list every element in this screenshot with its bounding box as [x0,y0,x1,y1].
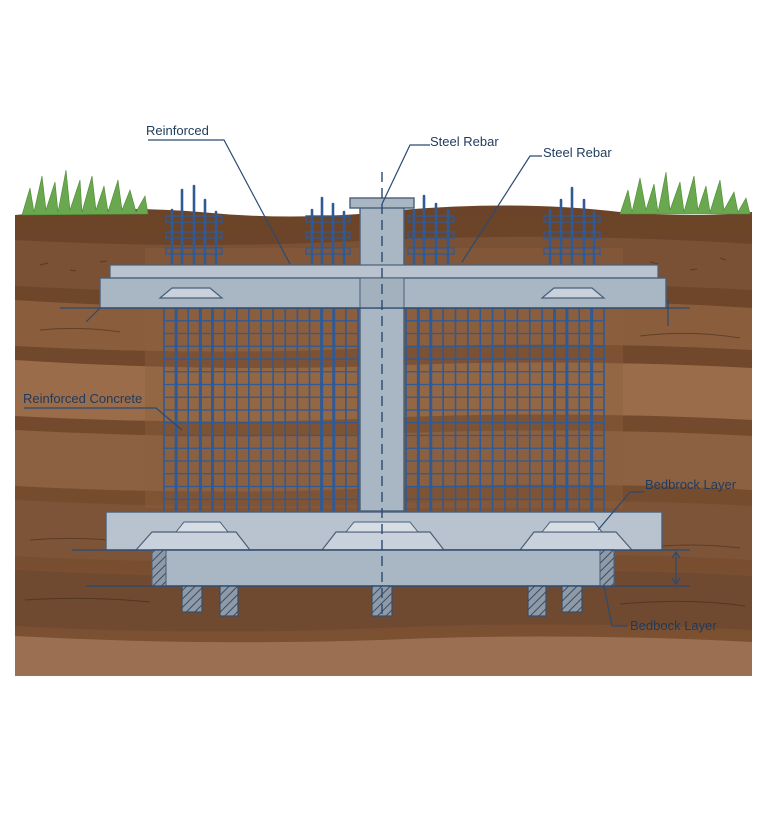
label-steel-rebar-1: Steel Rebar [430,134,499,149]
grass-right [619,171,751,215]
rebar-cage-left [163,307,359,513]
rebar-cage-right [405,307,605,513]
label-reinforced-concrete: Reinforced Concrete [23,391,142,406]
leader-lines [24,139,644,627]
label-reinforced: Reinforced [146,123,209,138]
label-bedrock-layer-1: Bedbrock Layer [645,477,737,492]
grass-left [21,169,149,216]
rebar-stirrups-top [165,215,601,255]
bottom-footing [105,511,663,587]
label-bedrock-layer-2: Bedbock Layer [630,618,717,633]
piles [181,585,583,617]
dimension-lines [60,300,690,587]
label-steel-rebar-2: Steel Rebar [543,145,612,160]
top-pile-cap [99,264,667,309]
